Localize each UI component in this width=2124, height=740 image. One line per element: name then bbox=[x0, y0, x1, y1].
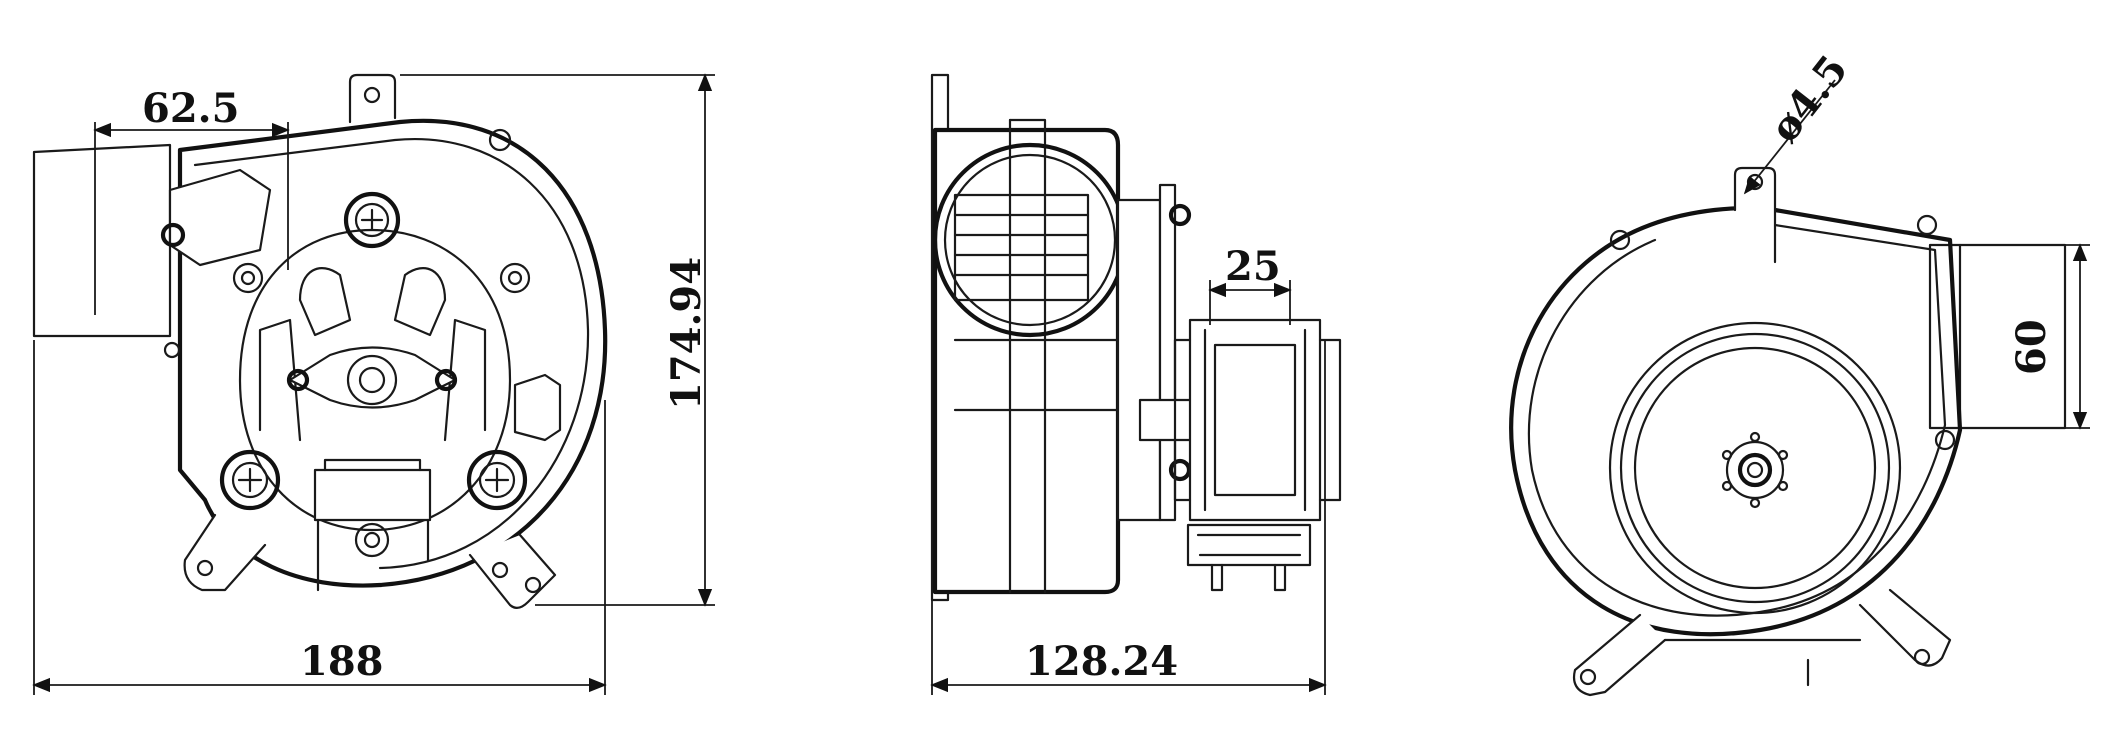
side-motor bbox=[1188, 318, 1322, 522]
dim-depth: 128.24 bbox=[930, 340, 1327, 695]
label-hole-diameter: ø4.5 bbox=[1761, 46, 1857, 151]
back-scroll-housing bbox=[1509, 206, 1963, 637]
dim-motor-width: 25 bbox=[1208, 243, 1292, 325]
dim-outlet-height: 60 bbox=[2008, 243, 2090, 430]
mounting-foot-right bbox=[468, 533, 557, 609]
dim-width: 188 bbox=[32, 340, 607, 695]
motor-coil bbox=[313, 468, 432, 522]
dim-hole-diameter: ø4.5 bbox=[1743, 46, 1857, 195]
side-housing bbox=[932, 127, 1121, 595]
rotor-hub bbox=[1725, 440, 1785, 500]
back-foot-left bbox=[1572, 613, 1667, 697]
rotor-outer bbox=[1608, 321, 1902, 615]
label-width: 188 bbox=[300, 638, 384, 685]
label-depth: 128.24 bbox=[1025, 638, 1178, 685]
scroll-housing bbox=[177, 118, 608, 588]
mounting-foot-left bbox=[183, 513, 267, 592]
back-foot-right bbox=[1858, 588, 1952, 667]
front-view bbox=[32, 73, 608, 609]
screw-top bbox=[343, 191, 401, 249]
inlet-duct bbox=[32, 143, 172, 338]
screw-left bbox=[219, 449, 281, 511]
back-mounting-tab-top bbox=[1733, 166, 1777, 264]
dim-inlet-offset: 62.5 bbox=[93, 85, 290, 315]
side-view bbox=[930, 73, 1342, 602]
screw-right bbox=[466, 449, 528, 511]
back-view bbox=[1509, 166, 2067, 697]
label-outlet-height: 60 bbox=[2008, 319, 2055, 375]
label-inlet-offset: 62.5 bbox=[142, 85, 239, 132]
mounting-tab-top bbox=[348, 73, 397, 124]
label-motor-width: 25 bbox=[1225, 243, 1281, 290]
terminal-block bbox=[1186, 523, 1312, 567]
dim-height: 174.94 bbox=[400, 73, 715, 607]
label-height: 174.94 bbox=[663, 257, 710, 410]
motor-frame bbox=[238, 228, 512, 532]
